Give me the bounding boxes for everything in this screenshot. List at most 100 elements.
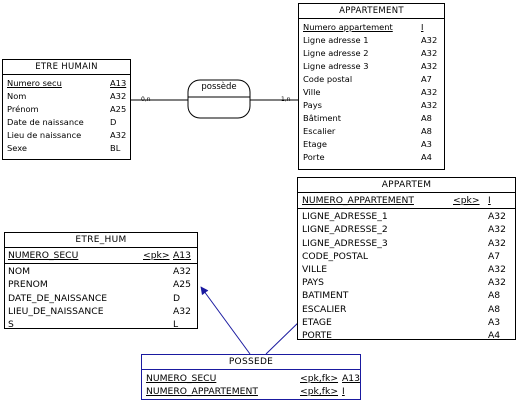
attribute-type: A32	[421, 100, 438, 110]
cardinality-left: 0,n	[141, 96, 151, 103]
attribute-key: <pk,fk>	[300, 373, 339, 384]
attribute-type: A32	[488, 211, 506, 223]
attribute-type: A7	[421, 74, 432, 84]
attribute-name: LIGNE_ADRESSE_3	[302, 237, 388, 249]
attribute-row[interactable]: NUMERO_APPARTEMENT<pk>I	[298, 194, 515, 207]
attribute-type: A32	[488, 263, 506, 275]
attribute-key: <pk>	[143, 250, 170, 261]
attribute-type: A32	[173, 266, 191, 278]
attribute-name: Bâtiment	[303, 113, 342, 123]
attribute-type: A7	[488, 250, 501, 262]
attribute-row[interactable]: BATIMENT A8	[298, 289, 515, 302]
attribute-type: I	[488, 195, 491, 206]
attribute-name: LIEU_DE_NAISSANCE	[8, 305, 104, 317]
attribute-name: ETAGE	[302, 316, 332, 328]
cardinality-right: 1,n	[281, 96, 291, 103]
entity-title: APPARTEMENT	[299, 4, 444, 19]
attribute-row[interactable]: NUMERO_SECU <pk>A13	[5, 249, 197, 262]
attribute-name: Code postal	[303, 74, 353, 84]
attribute-name: Ligne adresse 1	[303, 35, 369, 45]
attribute-type: A32	[110, 91, 127, 101]
attribute-name: NUMERO_SECU	[8, 250, 79, 261]
attribute-name: NOM	[8, 266, 31, 278]
attribute-row[interactable]: NOM A32	[5, 265, 197, 278]
attribute-name: S	[8, 318, 14, 330]
attribute-name: Lieu de naissance	[7, 130, 82, 140]
attribute-name: Date de naissance	[7, 117, 84, 127]
attribute-row[interactable]: VILLE A32	[298, 263, 515, 276]
attribute-type: A32	[488, 277, 506, 289]
attribute-row[interactable]: Code postal A7	[299, 73, 444, 86]
attribute-name: ESCALIER	[302, 303, 347, 315]
attribute-name: Ligne adresse 3	[303, 61, 369, 71]
attribute-name: CODE_POSTAL	[302, 250, 369, 262]
attribute-type: I	[421, 22, 424, 32]
attribute-type: A13	[173, 250, 191, 261]
attribute-row[interactable]: NUMERO_SECU <pk,fk>A13	[142, 372, 360, 385]
attribute-row[interactable]: NUMERO_APPARTEMENT<pk,fk>I	[142, 385, 360, 398]
attribute-row[interactable]: ESCALIER A8	[298, 303, 515, 316]
attribute-type: A32	[421, 35, 438, 45]
attribute-name: Prénom	[7, 104, 39, 114]
attribute-name: Pays	[303, 100, 322, 110]
attribute-type: A13	[342, 373, 360, 384]
attribute-row[interactable]: LIEU_DE_NAISSANCE A32	[5, 305, 197, 318]
attribute-type: BL	[110, 143, 121, 153]
attribute-type: I	[342, 386, 345, 398]
attribute-type: A4	[421, 152, 432, 162]
attribute-row[interactable]: CODE_POSTAL A7	[298, 250, 515, 263]
attribute-row[interactable]: Pays A32	[299, 99, 444, 112]
attribute-name: Numero secu	[7, 78, 62, 88]
attribute-name: NUMERO_SECU	[146, 373, 217, 384]
fk-arrow-etre-hum[interactable]	[200, 286, 251, 355]
relation-possede-shape[interactable]	[186, 78, 254, 122]
attribute-name: VILLE	[302, 263, 328, 275]
attribute-type: A8	[488, 303, 501, 315]
attribute-key: <pk,fk>	[300, 386, 339, 398]
attribute-name: DATE_DE_NAISSANCE	[8, 292, 108, 304]
attribute-name: BATIMENT	[302, 290, 349, 302]
attribute-name: Sexe	[7, 143, 27, 153]
attribute-name: NUMERO_APPARTEMENT	[302, 195, 414, 206]
attribute-name: PORTE	[302, 329, 332, 341]
table-title: POSSEDE	[142, 355, 360, 370]
key-separator	[5, 263, 197, 265]
attribute-row[interactable]: Sexe BL	[3, 142, 130, 155]
attribute-name: PRENOM	[8, 279, 48, 291]
attribute-type: A32	[173, 305, 191, 317]
attribute-type: A8	[488, 290, 501, 302]
attribute-name: Escalier	[303, 126, 336, 136]
attribute-type: A13	[110, 78, 127, 88]
attribute-name: Ligne adresse 2	[303, 48, 369, 58]
attribute-row[interactable]: Numero secu A13	[3, 77, 130, 90]
attribute-name: Etage	[303, 139, 327, 149]
attribute-type: L	[173, 318, 179, 330]
attribute-row[interactable]: Ligne adresse 1 A32	[299, 34, 444, 47]
